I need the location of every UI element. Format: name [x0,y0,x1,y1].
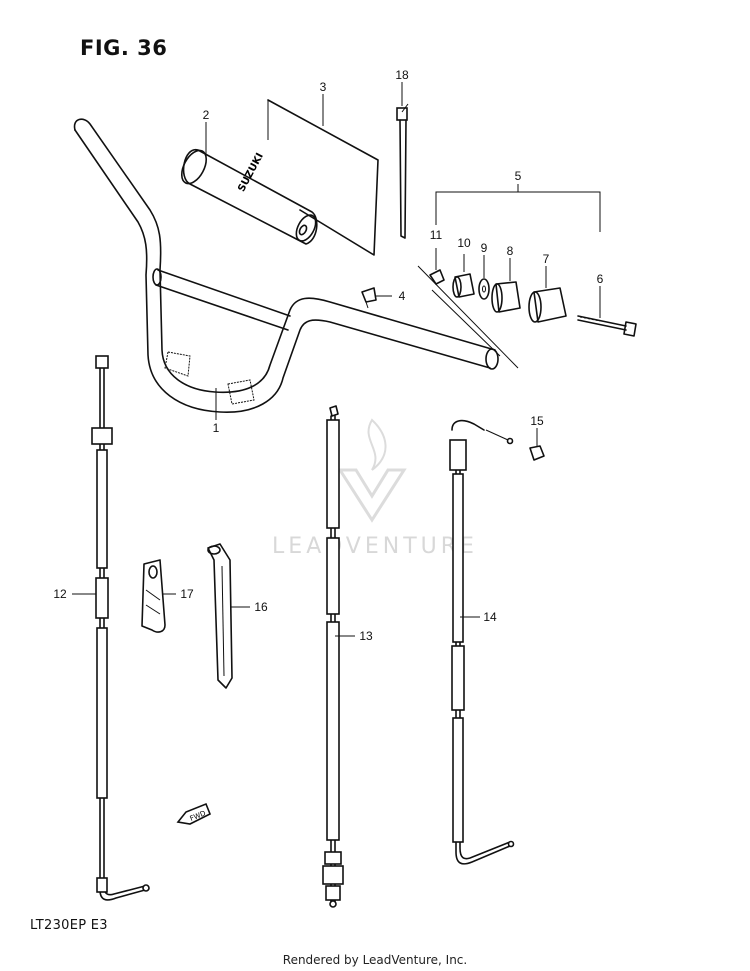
callout-6: 6 [597,272,604,286]
nut-part-11 [429,248,445,285]
cable-part-13 [322,405,344,908]
cable-clamp-part-16 [207,543,233,689]
grip: SUZUKI [180,149,318,245]
callout-16: 16 [254,600,268,614]
plate [267,99,379,256]
model-code: LT230EP E3 [30,918,108,933]
callout-12: 12 [53,587,67,601]
callout-7: 7 [543,252,550,266]
handlebar [73,118,499,413]
callout-17: 17 [180,587,194,601]
callout-2: 2 [203,108,210,122]
cable-tie [396,103,409,239]
footer-credit: Rendered by LeadVenture, Inc. [282,953,468,967]
callout-9: 9 [481,241,488,255]
leader-lines [72,82,480,637]
clip-part-4 [361,287,377,309]
callout-5: 5 [515,169,522,183]
bolt-part-6 [577,286,637,337]
callout-numbers: 1 2 3 4 5 6 7 8 9 10 11 12 13 14 15 16 1… [53,68,603,643]
part-group-bracket [435,184,601,232]
bar-end-weight [528,266,567,323]
watermark: LEADVENTURE [272,418,478,559]
callout-14: 14 [483,610,497,624]
collar-part-10 [452,254,475,298]
washer-part-9 [478,255,490,300]
callout-4: 4 [399,289,406,303]
spacer-part-8 [491,258,521,313]
callout-8: 8 [507,244,514,258]
callout-15: 15 [530,414,544,428]
bracket-part-17 [141,559,166,633]
callout-1: 1 [213,421,220,435]
figure-title: FIG. 36 [80,36,168,60]
callout-18: 18 [395,68,409,82]
cable-part-14 [449,419,515,865]
callout-11: 11 [430,228,443,242]
callout-13: 13 [359,629,373,643]
cable-part-12 [91,355,150,901]
callout-3: 3 [320,80,327,94]
callout-10: 10 [457,236,471,250]
watermark-text: LEADVENTURE [272,534,478,559]
nut-part-15 [529,428,545,461]
forward-direction-arrow: FWD [176,802,212,825]
